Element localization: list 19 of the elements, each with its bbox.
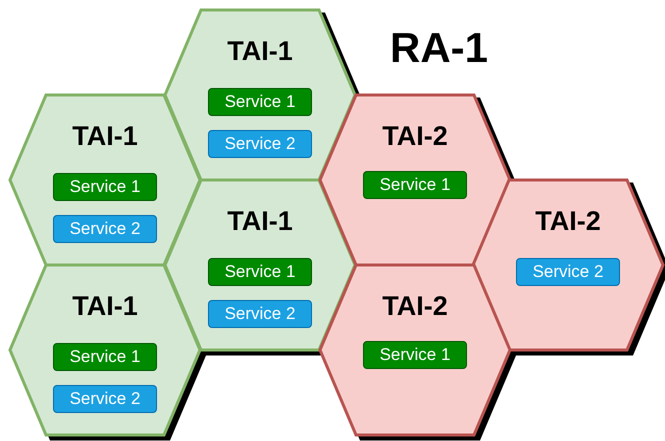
area-title: TAI-2	[535, 206, 601, 237]
service-tag: Service 2	[208, 300, 312, 328]
area-title: TAI-2	[382, 291, 448, 322]
service-tag: Service 2	[516, 258, 620, 286]
service-tag: Service 1	[208, 258, 312, 286]
service-tag: Service 2	[208, 130, 312, 158]
area-title: TAI-1	[72, 121, 138, 152]
service-tag: Service 2	[53, 385, 157, 413]
area-heading: RA-1	[390, 24, 488, 72]
service-tag: Service 1	[363, 171, 467, 199]
service-tag: Service 1	[53, 173, 157, 201]
area-title: TAI-1	[72, 291, 138, 322]
service-tag: Service 2	[53, 215, 157, 243]
service-tag: Service 1	[53, 343, 157, 371]
service-tag: Service 1	[208, 88, 312, 116]
area-title: TAI-1	[227, 206, 293, 237]
service-tag: Service 1	[363, 341, 467, 369]
area-title: TAI-1	[227, 36, 293, 67]
area-title: TAI-2	[382, 121, 448, 152]
